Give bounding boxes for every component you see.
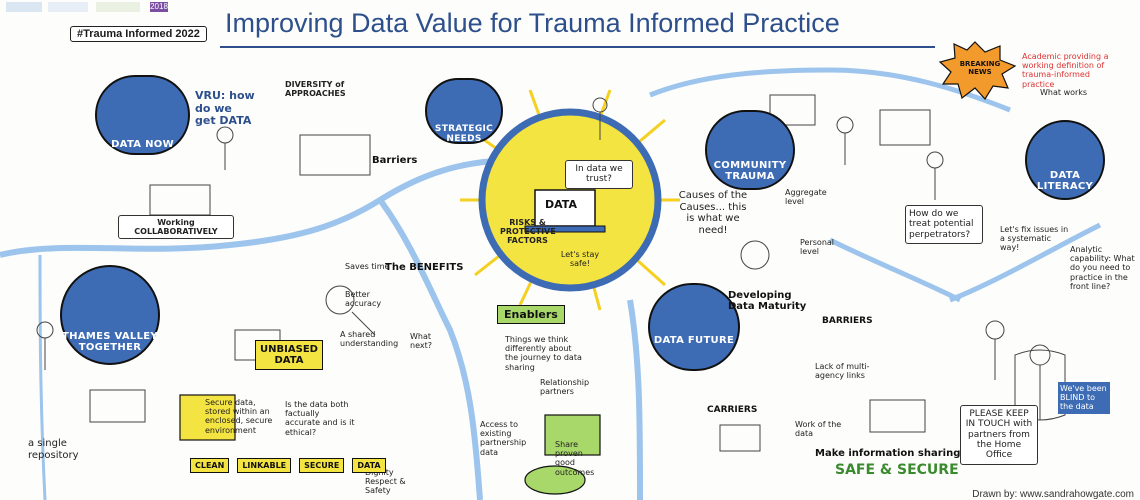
badge-data-now: DATA NOW bbox=[95, 75, 190, 155]
benefit-item-1: Saves time bbox=[345, 262, 390, 271]
doodle-lines bbox=[36, 94, 1066, 452]
what-next-note: What next? bbox=[410, 332, 432, 351]
data-literacy-label: DATA LITERACY bbox=[1036, 170, 1094, 192]
artist-credit[interactable]: Drawn by: www.sandrahowgate.com bbox=[972, 489, 1134, 500]
enabler-item-4: Share proven good outcomes bbox=[555, 440, 595, 477]
causes-note: Causes of the Causes... this is what we … bbox=[678, 190, 748, 236]
personal-level: Personal level bbox=[800, 238, 835, 257]
badge-data-literacy: DATA LITERACY bbox=[1025, 120, 1105, 200]
river-5 bbox=[828, 237, 962, 303]
risks-factors-label: RISKS & PROTECTIVE FACTORS bbox=[500, 218, 556, 246]
green-leaf-icon bbox=[524, 465, 586, 495]
fix-issues-note: Let's fix issues in a systematic way! bbox=[1000, 225, 1069, 253]
title-underline bbox=[220, 46, 935, 48]
data-trust-bubble: In data we trust? bbox=[565, 160, 633, 189]
carriers-title: CARRIERS bbox=[707, 405, 758, 415]
flow-clean: CLEAN bbox=[190, 458, 230, 473]
breaking-news-note: Academic providing a working definition … bbox=[1022, 52, 1109, 89]
future-barriers-title: BARRIERS bbox=[822, 316, 873, 326]
enablers-title: Enablers bbox=[497, 305, 565, 324]
barriers-title: Barriers bbox=[372, 155, 418, 166]
green-box-icon bbox=[544, 414, 601, 456]
river-7 bbox=[38, 254, 47, 500]
repository-note: a single repository bbox=[28, 438, 79, 461]
data-flow: CLEAN LINKABLE SECURE DATA bbox=[190, 458, 386, 473]
enabler-item-1: Things we think differently about the jo… bbox=[505, 335, 582, 372]
safe-secure-title: Make information sharing bbox=[815, 448, 961, 459]
logo-3-icon bbox=[96, 2, 140, 12]
collaboratively-note: Working COLLABORATIVELY bbox=[118, 215, 234, 240]
what-works-note: What works bbox=[1040, 88, 1088, 97]
breaking-news-burst bbox=[938, 41, 1017, 100]
river-2 bbox=[377, 198, 483, 500]
enabler-item-2: Relationship partners bbox=[540, 378, 590, 397]
blind-note: We've been BLIND to the data bbox=[1058, 382, 1110, 414]
river-3 bbox=[627, 299, 643, 500]
laptop-icon bbox=[534, 189, 596, 227]
river-6 bbox=[949, 222, 1102, 303]
stay-safe-label: Let's stay safe! bbox=[560, 250, 600, 269]
breaking-news-label: BREAKING NEWS bbox=[959, 60, 1001, 76]
diversity-note: DIVERSITY of APPROACHES bbox=[285, 80, 346, 99]
badge-data-future: DATA FUTURE bbox=[648, 283, 740, 371]
community-trauma-label: COMMUNITY TRAUMA bbox=[713, 160, 787, 182]
river-1 bbox=[0, 157, 521, 258]
flow-data: DATA bbox=[352, 458, 386, 473]
badge-thames-valley: THAMES VALLEY TOGETHER bbox=[60, 265, 160, 365]
unbiased-data-label: UNBIASED DATA bbox=[255, 340, 323, 370]
benefits-title: The BENEFITS bbox=[385, 262, 464, 273]
flow-secure: SECURE bbox=[299, 458, 345, 473]
benefit-item-2: Better accuracy bbox=[345, 290, 382, 309]
flow-linkable: LINKABLE bbox=[237, 458, 292, 473]
badge-strategic-needs: STRATEGIC NEEDS bbox=[425, 78, 503, 144]
logo-1-icon bbox=[6, 2, 42, 12]
benefit-item-3: A shared understanding bbox=[340, 330, 399, 349]
data-future-label: DATA FUTURE bbox=[653, 335, 735, 346]
keep-in-touch-note: PLEASE KEEP IN TOUCH with partners from … bbox=[960, 405, 1038, 465]
folder-icon bbox=[179, 394, 236, 441]
analytic-note: Analytic capability: What do you need to… bbox=[1070, 245, 1135, 291]
event-hashtag: #Trauma Informed 2022 bbox=[70, 26, 207, 42]
secure-data-note: Secure data, stored within an enclosed, … bbox=[205, 398, 273, 435]
strategic-needs-label: STRATEGIC NEEDS bbox=[434, 124, 494, 144]
center-data-label: DATA bbox=[545, 198, 577, 211]
vru-note: VRU: how do we get DATA bbox=[195, 89, 255, 128]
safe-secure-main: SAFE & SECURE bbox=[835, 462, 959, 478]
maturity-note: Developing Data Maturity bbox=[728, 290, 807, 312]
lack-links-note: Lack of multi-agency links bbox=[815, 362, 870, 381]
partner-logos: 2018 bbox=[6, 2, 206, 14]
work-data-note: Work of the data bbox=[795, 420, 842, 439]
ethical-note: Is the data both factually accurate and … bbox=[285, 400, 355, 437]
badge-community-trauma: COMMUNITY TRAUMA bbox=[705, 110, 795, 190]
perpetrators-note: How do we treat potential perpetrators? bbox=[905, 205, 983, 245]
logo-badge: 2018 bbox=[150, 2, 168, 12]
enabler-item-3: Access to existing partnership data bbox=[480, 420, 527, 457]
data-now-label: DATA NOW bbox=[111, 139, 174, 150]
aggregate-level: Aggregate level bbox=[785, 188, 827, 207]
page-title: Improving Data Value for Trauma Informed… bbox=[225, 8, 840, 38]
logo-2-icon bbox=[48, 2, 88, 12]
thames-valley-label: THAMES VALLEY TOGETHER bbox=[62, 331, 158, 353]
